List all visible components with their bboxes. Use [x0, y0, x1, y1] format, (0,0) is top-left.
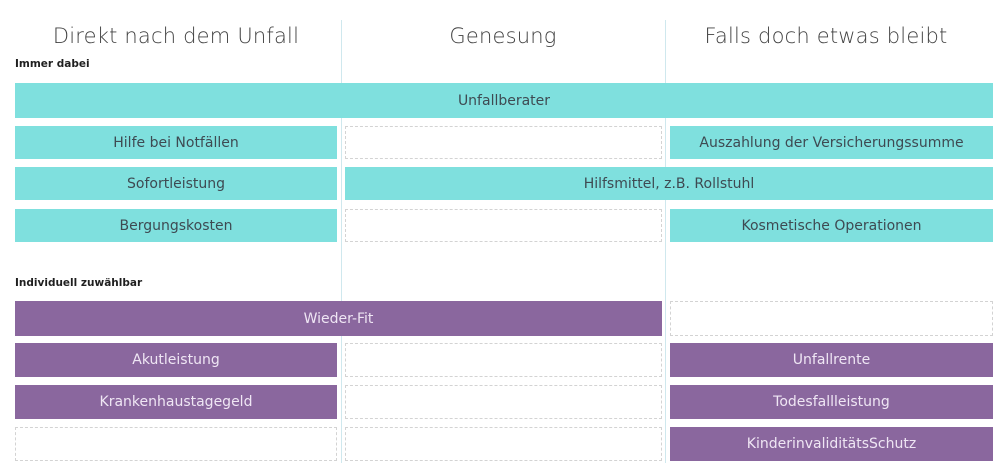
- cell-hilfe-bei-notfaellen: Hilfe bei Notfällen: [15, 126, 337, 159]
- column-header-falls: Falls doch etwas bleibt: [704, 24, 948, 48]
- cell-wieder-fit: Wieder-Fit: [15, 301, 662, 336]
- cell-hilfsmittel: Hilfsmittel, z.B. Rollstuhl: [345, 167, 993, 200]
- cell-empty: [345, 385, 662, 419]
- cell-kosmetische-operationen: Kosmetische Operationen: [670, 209, 993, 242]
- cell-empty: [345, 209, 662, 242]
- cell-empty: [345, 427, 662, 461]
- cell-empty: [345, 343, 662, 377]
- column-header-genesung: Genesung: [449, 24, 557, 48]
- cell-empty: [345, 126, 662, 159]
- column-header-direkt: Direkt nach dem Unfall: [52, 24, 300, 48]
- cell-empty: [670, 301, 993, 336]
- cell-krankenhaustagegeld: Krankenhaustagegeld: [15, 385, 337, 419]
- cell-auszahlung-versicherungssumme: Auszahlung der Versicherungssumme: [670, 126, 993, 159]
- column-divider: [665, 20, 666, 463]
- column-divider: [341, 20, 342, 463]
- cell-unfallrente: Unfallrente: [670, 343, 993, 377]
- cell-sofortleistung: Sofortleistung: [15, 167, 337, 200]
- section-label-immer-dabei: Immer dabei: [15, 58, 90, 70]
- cell-bergungskosten: Bergungskosten: [15, 209, 337, 242]
- section-label-individuell: Individuell zuwählbar: [15, 277, 143, 289]
- cell-unfallberater: Unfallberater: [15, 83, 993, 118]
- cell-akutleistung: Akutleistung: [15, 343, 337, 377]
- cell-empty: [15, 427, 337, 461]
- cell-kinderinvaliditaetsschutz: KinderinvaliditätsSchutz: [670, 427, 993, 461]
- cell-todesfallleistung: Todesfallleistung: [670, 385, 993, 419]
